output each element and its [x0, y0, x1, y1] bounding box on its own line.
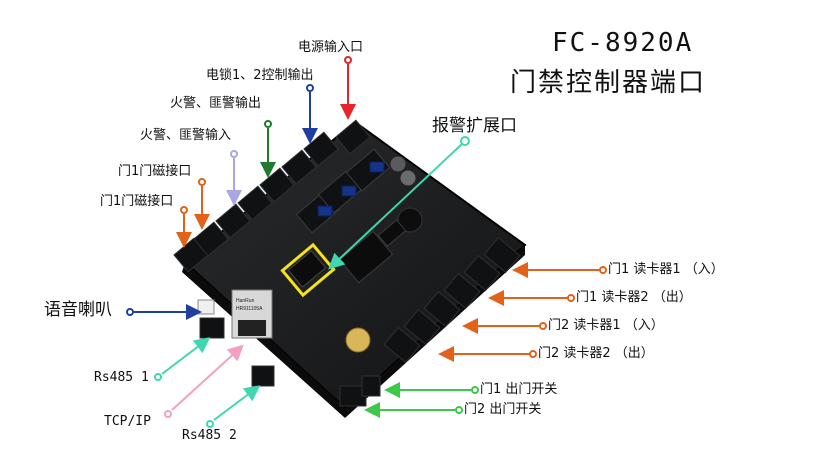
label-door2-reader1: 门2 读卡器1 （入）: [548, 318, 664, 333]
product-subtitle: 门禁控制器端口: [510, 68, 707, 98]
label-power-input: 电源输入口: [298, 40, 364, 55]
label-door1-reader1: 门1 读卡器1 （入）: [608, 262, 724, 277]
label-door1-magnet-a: 门1门磁接口: [118, 164, 192, 179]
label-rs485-2: Rs485 2: [182, 428, 237, 443]
alarm-ext-highlight: [280, 242, 336, 298]
label-door2-reader2: 门2 读卡器2 （出）: [538, 346, 654, 361]
label-speaker: 语音喇叭: [44, 300, 112, 320]
ethernet-brand: HanRun: [236, 298, 255, 304]
pcb-board: [173, 119, 527, 418]
label-door1-magnet-b: 门1门磁接口: [100, 194, 174, 209]
product-model: FC-8920A: [552, 28, 694, 58]
battery-cell: [345, 327, 371, 353]
callout-lines: [126, 56, 607, 428]
label-rs485-1: Rs485 1: [94, 370, 149, 385]
label-lock-output: 电锁1、2控制输出: [206, 68, 314, 83]
label-door1-reader2: 门1 读卡器2 （出）: [576, 290, 692, 305]
label-alarm-input: 火警、匪警输入: [140, 128, 232, 143]
label-door2-exit: 门2 出门开关: [464, 402, 542, 417]
ethernet-part: HR911105A: [236, 306, 263, 312]
label-alarm-ext: 报警扩展口: [432, 116, 517, 136]
label-tcpip: TCP/IP: [104, 414, 151, 429]
label-alarm-output: 火警、匪警输出: [170, 96, 262, 111]
label-door1-exit: 门1 出门开关: [480, 382, 558, 397]
